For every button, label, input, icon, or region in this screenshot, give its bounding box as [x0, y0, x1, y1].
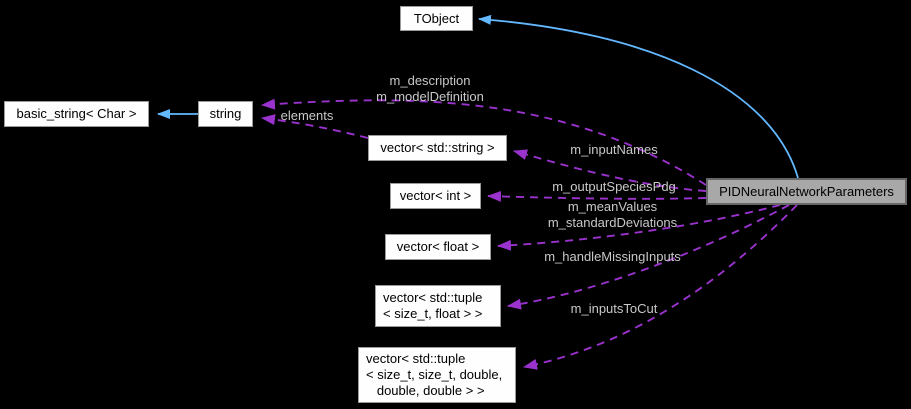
class-node-vector-int[interactable]: vector< int >	[390, 183, 481, 209]
edge-inherits-tobject	[478, 14, 799, 179]
edge-m-outputspeciespdg	[487, 190, 707, 202]
edge-label-m-handlemissinginputs: m_handleMissingInputs	[544, 249, 681, 264]
class-node-string[interactable]: string	[198, 101, 253, 127]
class-node-basic-string[interactable]: basic_string< Char >	[4, 101, 149, 127]
edge-m-inputstocut	[523, 204, 798, 370]
edge-label-elements: elements	[280, 108, 334, 123]
edge-label-m-inputstocut: m_inputsToCut	[570, 301, 658, 316]
edge-elements	[261, 114, 369, 139]
class-node-pidneuralnetworkparameters: PIDNeuralNetworkParameters	[706, 178, 907, 205]
class-node-tobject[interactable]: TObject	[400, 6, 473, 31]
class-node-vector-tuple-size-float[interactable]: vector< std::tuple < size_t, float > >	[375, 285, 501, 327]
edge-m-inputnames	[513, 149, 707, 192]
edge-m-meanvalues	[497, 204, 781, 251]
edge-label-m-outputspeciespdg: m_outputSpeciesPdg	[552, 179, 676, 194]
edge-label-m-description: m_description m_modelDefinition	[376, 73, 484, 104]
class-node-vector-tuple-five[interactable]: vector< std::tuple < size_t, size_t, dou…	[358, 347, 516, 403]
class-node-vector-std-string[interactable]: vector< std::string >	[368, 135, 507, 161]
edge-m-handlemissinginputs	[507, 204, 790, 310]
edge-label-m-meanvalues: m_meanValues m_standardDeviations	[547, 199, 678, 230]
edge-label-m-inputnames: m_inputNames	[570, 142, 658, 157]
class-node-vector-float[interactable]: vector< float >	[385, 234, 491, 260]
